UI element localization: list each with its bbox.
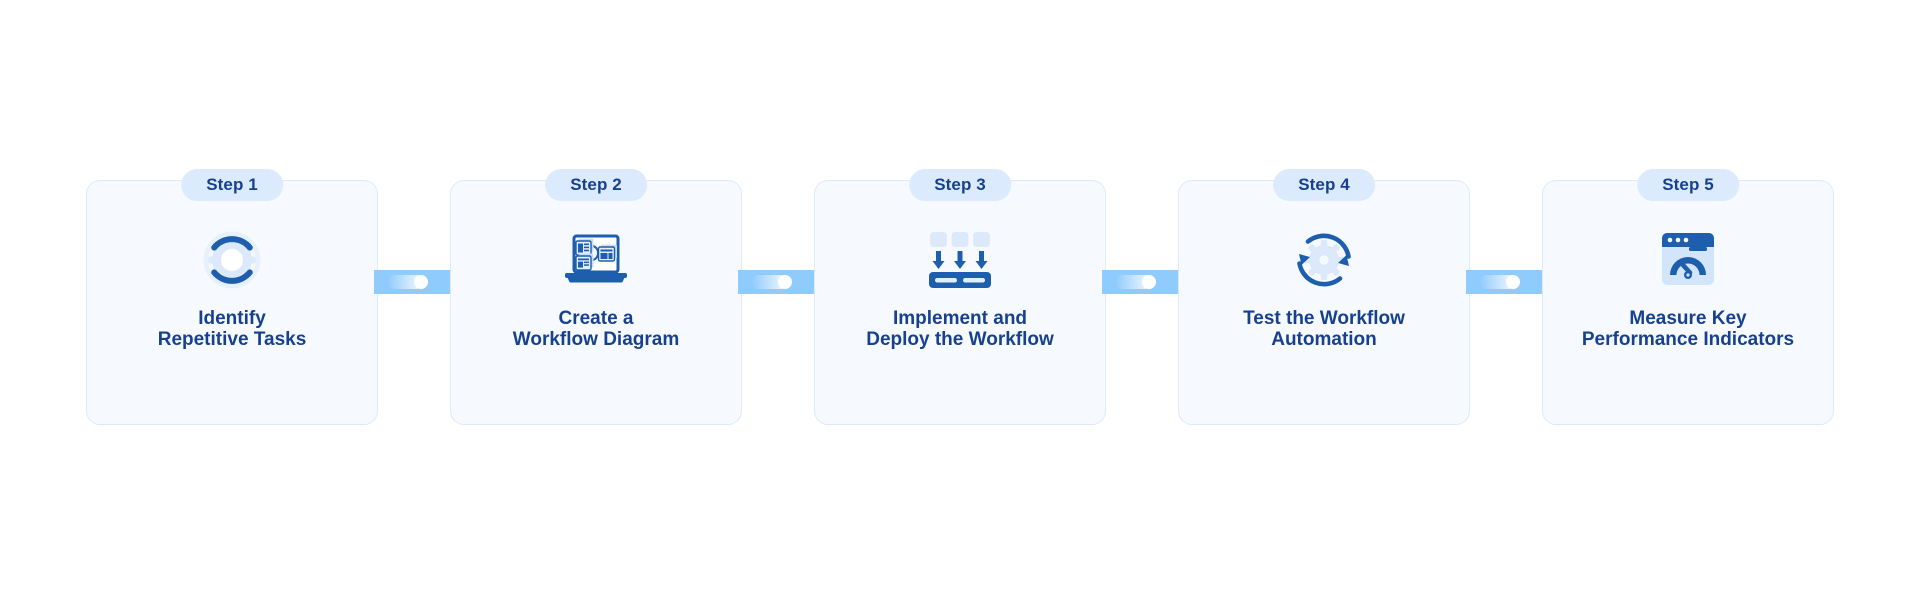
- connector-bar: [1102, 270, 1182, 294]
- step-card-4[interactable]: Step 4: [1178, 169, 1470, 425]
- connector-4-5: [1466, 180, 1546, 425]
- step-card-3[interactable]: Step 3: [814, 169, 1106, 425]
- connector-dot: [778, 275, 792, 289]
- step-label-2: Create a Workflow Diagram: [512, 308, 680, 351]
- step-card-2[interactable]: Step 2: [450, 169, 742, 425]
- step-label-3: Implement and Deploy the Workflow: [866, 308, 1054, 351]
- step-label-1: Identify Repetitive Tasks: [157, 308, 307, 351]
- step-label-4: Test the Workflow Automation: [1243, 308, 1405, 351]
- step-card-1[interactable]: Step 1: [86, 169, 378, 425]
- steps-row: Step 1: [86, 169, 1834, 430]
- step-badge-4: Step 4: [1273, 169, 1375, 201]
- connector-bar: [1466, 270, 1546, 294]
- laptop-workflow-diagram-icon: [451, 225, 741, 295]
- gear-cycle-icon: [87, 225, 377, 295]
- connector-dot: [414, 275, 428, 289]
- connector-1-2: [374, 180, 454, 425]
- connector-dot: [1506, 275, 1520, 289]
- step-badge-2: Step 2: [545, 169, 647, 201]
- refresh-gear-icon: [1179, 225, 1469, 295]
- connector-bar: [374, 270, 454, 294]
- connector-bar: [738, 270, 818, 294]
- deploy-arrows-server-icon: [815, 225, 1105, 295]
- connector-2-3: [738, 180, 818, 425]
- connector-3-4: [1102, 180, 1182, 425]
- step-badge-5: Step 5: [1637, 169, 1739, 201]
- browser-gauge-icon: [1543, 225, 1833, 295]
- step-card-5[interactable]: Step 5 Measure Key Performance Indicator…: [1542, 169, 1834, 425]
- step-badge-1: Step 1: [181, 169, 283, 201]
- connector-dot: [1142, 275, 1156, 289]
- step-label-5: Measure Key Performance Indicators: [1581, 308, 1795, 351]
- step-badge-3: Step 3: [909, 169, 1011, 201]
